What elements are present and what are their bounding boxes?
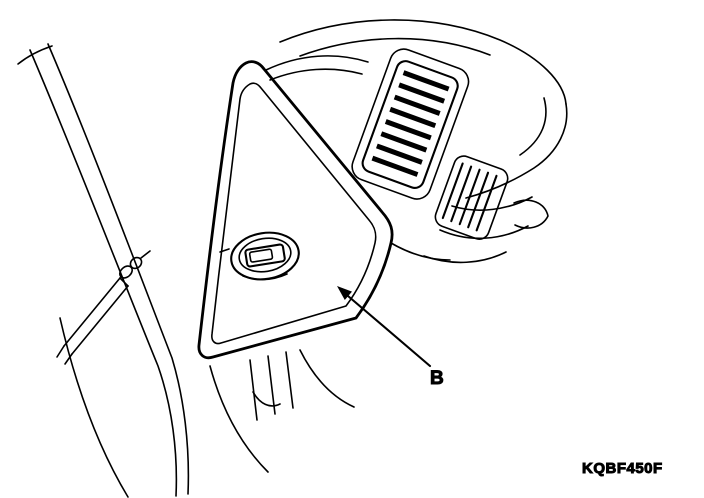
door-pillar-lines bbox=[17, 43, 190, 498]
air-vent bbox=[351, 48, 470, 200]
callout-label: B bbox=[430, 368, 444, 389]
figure-code: KQBF450F bbox=[582, 460, 663, 477]
dashboard-contours bbox=[265, 19, 568, 264]
lower-grille bbox=[434, 155, 509, 240]
callout-arrow bbox=[337, 286, 432, 368]
line-art-root: B KQBF450F bbox=[17, 19, 663, 498]
under-panel-lines bbox=[209, 349, 355, 473]
vent-slats bbox=[371, 70, 450, 177]
wiring-strap bbox=[56, 250, 151, 365]
side-trim-panel bbox=[197, 60, 394, 360]
arrowhead-icon bbox=[337, 286, 352, 300]
key-lock-cylinder bbox=[219, 231, 300, 281]
